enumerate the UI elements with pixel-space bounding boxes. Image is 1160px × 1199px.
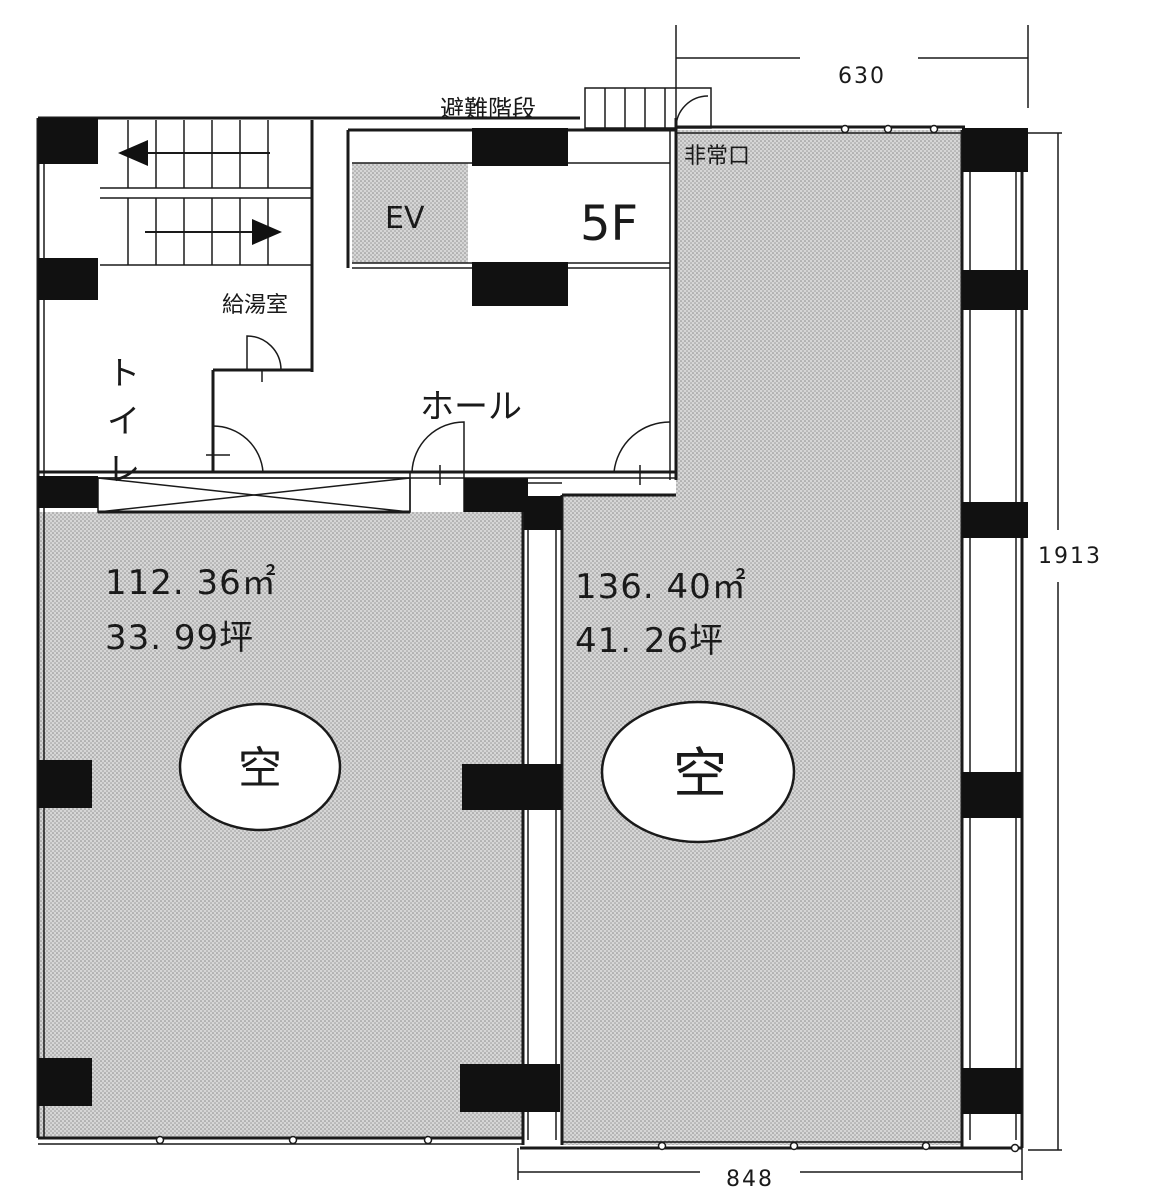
hall-label: ホール [420, 387, 522, 427]
right-area-m2: 136. 40㎡ [575, 567, 747, 607]
outer-walls [36, 116, 1024, 1150]
right-dimension: 1913 [1038, 544, 1102, 569]
stair-arrows [118, 140, 282, 245]
kitchenette-label: 給湯室 [222, 293, 288, 318]
left-vacancy-oval [178, 702, 342, 832]
left-area-m2: 112. 36㎡ [105, 563, 277, 603]
stair-treads [100, 120, 312, 266]
wall-markers [155, 124, 1020, 1153]
evacuation-stairs-label: 避難階段 [440, 95, 536, 123]
top-dimension: 630 [838, 64, 886, 89]
structural-columns [38, 118, 1028, 1114]
toilet-label: トイレ [100, 355, 140, 499]
left-area-tsubo: 33. 99坪 [105, 618, 254, 658]
left-vacancy-label: 空 [238, 743, 282, 794]
floor-label: 5F [580, 196, 638, 252]
right-area-tsubo: 41. 26坪 [575, 621, 724, 661]
emergency-exit-label: 非常口 [684, 144, 750, 169]
right-office-fill [562, 130, 962, 1145]
ev-fill [352, 163, 468, 263]
dimension-lines [517, 25, 1062, 1180]
right-vacancy-label: 空 [673, 742, 727, 805]
bottom-dimension: 848 [726, 1167, 774, 1192]
open-corridor-marker [97, 477, 411, 513]
emergency-stairs [584, 87, 712, 129]
right-vacancy-oval [600, 700, 796, 844]
elevator-label: EV [385, 201, 425, 236]
door-swings [206, 335, 671, 485]
